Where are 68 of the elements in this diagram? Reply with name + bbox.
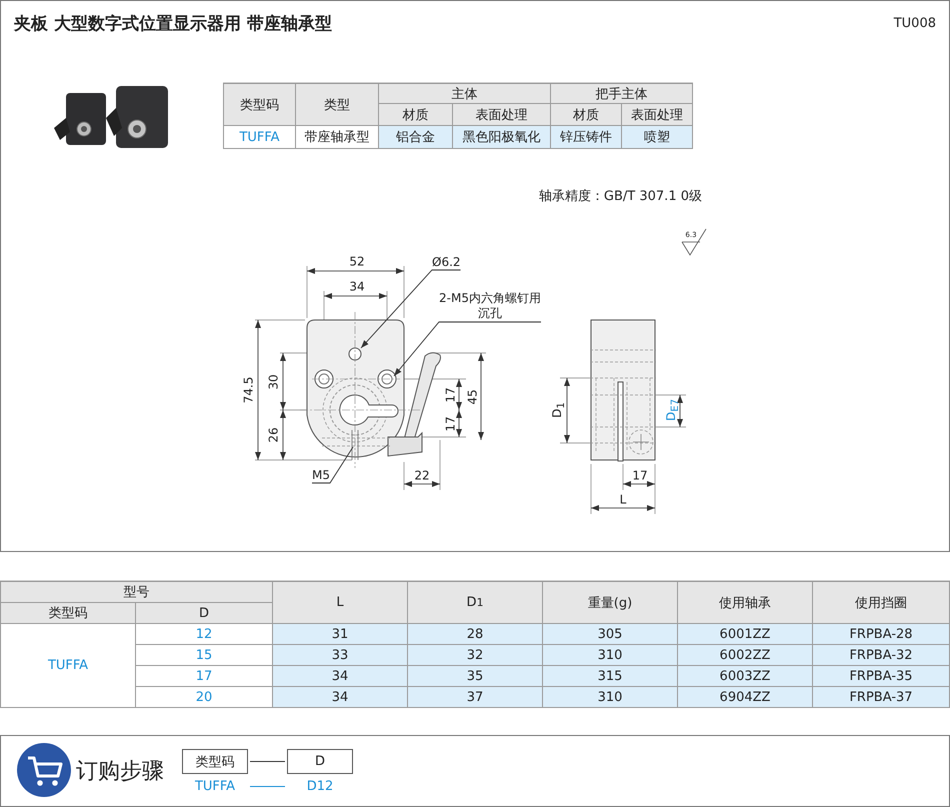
leader-line bbox=[394, 322, 542, 376]
table-cell: 6002ZZ bbox=[677, 644, 813, 666]
table-cell: 6003ZZ bbox=[677, 665, 813, 687]
accuracy-note: 轴承精度：GB/T 307.1 0级 bbox=[538, 188, 702, 205]
table-cell: 34 bbox=[272, 686, 408, 708]
table-cell: FRPBA-28 bbox=[812, 623, 950, 645]
table-header-cell: 使用挡圈 bbox=[812, 581, 950, 624]
table-cell: 310 bbox=[542, 644, 678, 666]
table-cell: FRPBA-35 bbox=[812, 665, 950, 687]
dimension-value: 30 bbox=[267, 374, 281, 390]
table-header-cell: 重量(g) bbox=[542, 581, 678, 624]
dimension-value: 26 bbox=[267, 427, 281, 443]
table-header-cell: 类型码 bbox=[0, 602, 136, 624]
order-code-box: D bbox=[287, 749, 353, 774]
table-cell: TUFFA bbox=[0, 623, 136, 708]
table-cell: 锌压铸件 bbox=[550, 125, 622, 149]
table-cell: 铝合金 bbox=[378, 125, 453, 149]
dimension-value: 22 bbox=[414, 469, 430, 483]
dimension-value: L bbox=[620, 493, 626, 507]
title: 夹板 大型数字式位置显示器用 带座轴承型 bbox=[14, 13, 332, 35]
callout-text: Ø6.2 bbox=[432, 255, 461, 269]
table-header-cell: 材质 bbox=[378, 103, 453, 126]
table-cell: FRPBA-37 bbox=[812, 686, 950, 708]
table-header-cell: 表面处理 bbox=[621, 103, 693, 126]
callout-text: M5 bbox=[312, 468, 330, 482]
table-header-cell: 把手主体 bbox=[550, 83, 693, 104]
table-cell: 28 bbox=[407, 623, 543, 645]
dimension-value: 17 bbox=[444, 387, 458, 403]
table-header-cell: 材质 bbox=[550, 103, 622, 126]
table-header-cell: 型号 bbox=[0, 581, 273, 603]
table-cell: FRPBA-32 bbox=[812, 644, 950, 666]
table-cell: 6001ZZ bbox=[677, 623, 813, 645]
section-heading: 订购步骤 bbox=[76, 758, 164, 786]
table-cell: 37 bbox=[407, 686, 543, 708]
dimension-value: 17 bbox=[444, 416, 458, 432]
dimension-value: 52 bbox=[349, 255, 365, 269]
dimension-value: 74.5 bbox=[242, 376, 256, 404]
table-header-cell: D bbox=[135, 602, 273, 624]
dimension-value: 45 bbox=[466, 389, 480, 405]
leader-line bbox=[360, 270, 461, 348]
table-header-cell: 表面处理 bbox=[452, 103, 551, 126]
table-cell: 315 bbox=[542, 665, 678, 687]
page-code: TU008 bbox=[894, 16, 936, 31]
table-cell: 310 bbox=[542, 686, 678, 708]
callout-text: 2-M5内六角螺钉用沉孔 bbox=[439, 291, 541, 321]
table-cell: 6904ZZ bbox=[677, 686, 813, 708]
connector-line bbox=[250, 786, 286, 787]
table-cell: 喷塑 bbox=[621, 125, 693, 149]
order-code-box: 类型码 bbox=[182, 749, 248, 774]
table-cell: 黑色阳极氧化 bbox=[452, 125, 551, 149]
table-cell: 32 bbox=[407, 644, 543, 666]
table-cell: 35 bbox=[407, 665, 543, 687]
dimension-value: 34 bbox=[349, 280, 365, 294]
table-header-cell: L bbox=[272, 581, 408, 624]
table-cell: TUFFA bbox=[223, 125, 296, 149]
table-cell: 31 bbox=[272, 623, 408, 645]
connector-line bbox=[250, 761, 286, 762]
leader-line bbox=[312, 446, 354, 484]
table-cell: 305 bbox=[542, 623, 678, 645]
table-header-cell: 类型码 bbox=[223, 83, 296, 126]
table-cell: 34 bbox=[272, 665, 408, 687]
order-example-text: D12 bbox=[287, 779, 353, 794]
table-cell: 33 bbox=[272, 644, 408, 666]
dimension-value: 17 bbox=[632, 469, 648, 483]
table-header-cell: 类型 bbox=[295, 83, 379, 126]
table-header-cell: 主体 bbox=[378, 83, 551, 104]
order-example-text: TUFFA bbox=[182, 779, 248, 794]
table-header-cell: 使用轴承 bbox=[677, 581, 813, 624]
